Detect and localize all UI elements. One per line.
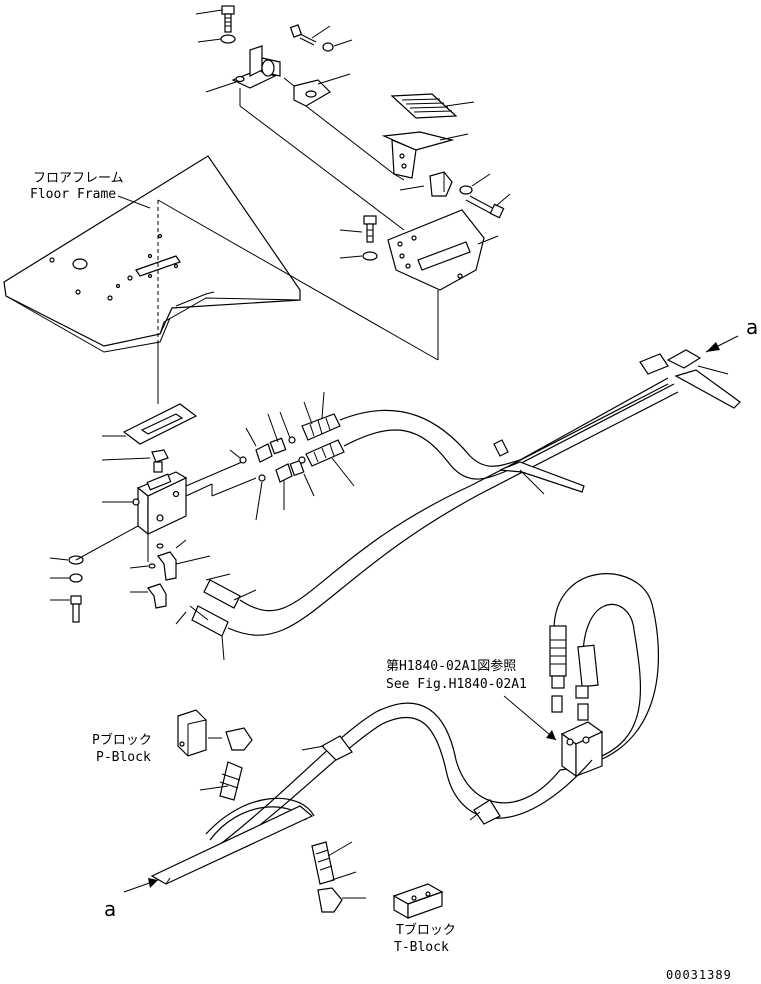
- bolt-5: [70, 595, 82, 623]
- floor-frame-label-jp: フロアフレーム: [33, 171, 124, 186]
- see-fig-label-jp: 第H1840-02A1図参照: [386, 658, 516, 674]
- t-block: [392, 883, 444, 920]
- pedal: [381, 131, 455, 179]
- bolt-4: [362, 215, 378, 261]
- washer: [220, 34, 236, 44]
- hose-end: [219, 761, 335, 885]
- elbow-fitting: [147, 551, 177, 609]
- pedal-assembly: [195, 5, 511, 360]
- lower-hose-assembly: [123, 573, 660, 893]
- hose-guard: [150, 805, 314, 885]
- p-block-label-jp: Pブロック: [92, 732, 152, 748]
- t-block-label-jp: Tブロック: [396, 922, 456, 938]
- clamp: [493, 439, 509, 457]
- bolt-top: [221, 5, 235, 33]
- ppc-valve-assembly: [49, 391, 355, 661]
- p-block-label-en: P-Block: [96, 750, 151, 765]
- p-block: [177, 709, 366, 913]
- stopper-block: [429, 171, 453, 197]
- hose-end: [191, 413, 345, 637]
- clamp: [321, 735, 353, 761]
- bolt-2: [289, 24, 334, 52]
- see-fig-label-en: See Fig.H1840-02A1: [386, 677, 527, 692]
- ref-a-top: a: [746, 315, 758, 339]
- hinge-bracket: [231, 45, 281, 89]
- t-block-label-en: T-Block: [394, 940, 449, 955]
- floor-frame-label-en: Floor Frame: [30, 187, 116, 202]
- pedal-pad: [390, 93, 458, 119]
- pedal-base-plate: [387, 209, 485, 291]
- washer: [459, 185, 473, 195]
- hose-lines: [227, 335, 741, 636]
- connector: [255, 437, 305, 483]
- ppc-valve: [132, 471, 188, 536]
- floor-frame: [3, 155, 439, 404]
- nut: [151, 449, 169, 463]
- bolt-3: [465, 195, 505, 219]
- drawing-number: 00031389: [666, 968, 732, 982]
- valve-block: [560, 721, 604, 778]
- hose-end-fitting: [549, 625, 599, 721]
- ref-a-bottom: a: [104, 897, 116, 921]
